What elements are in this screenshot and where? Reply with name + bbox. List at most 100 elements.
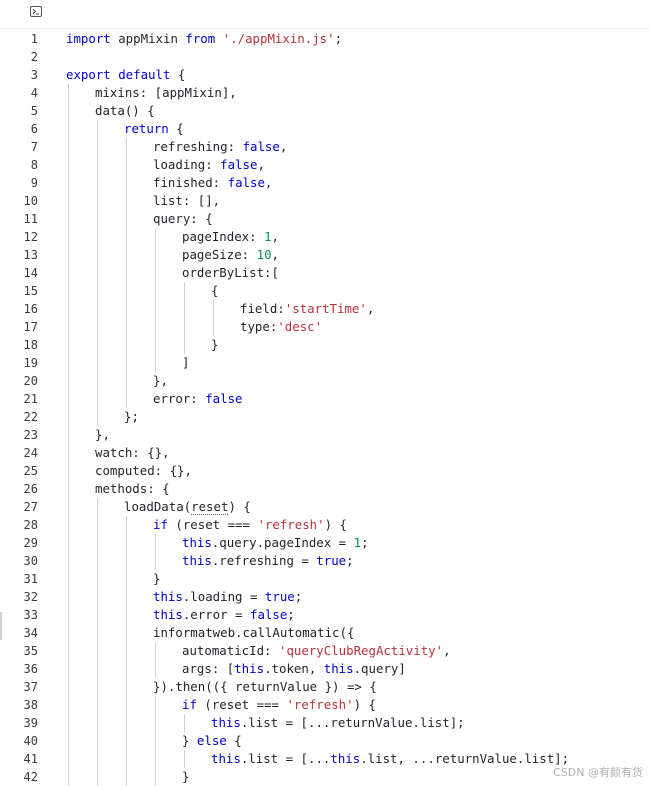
indent-guide xyxy=(126,210,127,228)
code-text: pageSize: 10, xyxy=(182,246,279,264)
keyword-token: this xyxy=(330,751,361,766)
indent-guide xyxy=(97,192,98,210)
code-text: } xyxy=(211,336,218,354)
code-token: } xyxy=(153,571,161,586)
code-line[interactable]: 19] xyxy=(0,354,649,372)
code-token: { xyxy=(170,67,186,82)
code-token: error: xyxy=(153,391,206,406)
indent-guide xyxy=(68,444,69,462)
indent-guide xyxy=(68,156,69,174)
code-token: ) { xyxy=(228,499,251,514)
code-token: methods: { xyxy=(95,481,170,496)
indent-guide xyxy=(126,642,127,660)
indent-guide xyxy=(97,732,98,750)
code-text: loadData(reset) { xyxy=(124,498,251,516)
code-line[interactable]: 22}; xyxy=(0,408,649,426)
code-line[interactable]: 37}).then(({ returnValue }) => { xyxy=(0,678,649,696)
indent-guide xyxy=(184,714,185,732)
indent-guide xyxy=(126,534,127,552)
line-number: 21 xyxy=(23,392,38,406)
line-number: 42 xyxy=(23,770,38,784)
code-token: automaticId: xyxy=(182,643,279,658)
indent-guide xyxy=(184,282,185,300)
code-token: ; xyxy=(294,589,303,604)
code-token: ; xyxy=(287,607,295,622)
editor-toolbar xyxy=(0,0,649,29)
indent-guide xyxy=(68,174,69,192)
code-token: ; xyxy=(361,535,369,550)
code-line[interactable]: 40} else { xyxy=(0,732,649,750)
code-line[interactable]: 42} xyxy=(0,768,649,786)
line-number: 16 xyxy=(23,302,38,316)
code-line[interactable]: 2 xyxy=(0,48,649,66)
code-text: return { xyxy=(124,120,184,138)
code-token: { xyxy=(168,121,184,136)
indent-guide xyxy=(68,768,69,786)
code-text: } xyxy=(182,768,189,786)
line-number: 18 xyxy=(23,338,38,352)
code-line[interactable]: 23}, xyxy=(0,426,649,444)
code-text: if (reset === 'refresh') { xyxy=(153,516,347,534)
indent-guide xyxy=(97,264,98,282)
code-text: { xyxy=(211,282,218,300)
code-token: ) { xyxy=(324,517,347,532)
code-token: } xyxy=(211,337,219,352)
indent-guide xyxy=(68,606,69,624)
line-number: 40 xyxy=(23,734,38,748)
indent-guide xyxy=(68,228,69,246)
indent-guide xyxy=(97,372,98,390)
indent-guide xyxy=(155,642,156,660)
code-line[interactable]: 28 if (reset === 'refresh') { xyxy=(0,516,649,534)
indent-guide xyxy=(155,354,156,372)
indent-guide xyxy=(68,750,69,768)
indent-guide xyxy=(97,318,98,336)
line-number: 28 xyxy=(23,518,38,532)
line-number: 3 xyxy=(30,68,38,82)
code-token: query: { xyxy=(153,211,213,226)
indent-guide xyxy=(97,228,98,246)
indent-guide xyxy=(68,372,69,390)
line-number: 12 xyxy=(23,230,38,244)
indent-guide xyxy=(68,426,69,444)
code-line[interactable]: 31} xyxy=(0,570,649,588)
indent-guide xyxy=(155,282,156,300)
code-line[interactable]: 15{ xyxy=(0,282,649,300)
terminal-icon[interactable] xyxy=(30,6,42,17)
code-token: (reset === xyxy=(196,697,287,712)
line-number: 1 xyxy=(30,32,38,46)
code-token: , xyxy=(271,229,279,244)
code-line[interactable]: 18} xyxy=(0,336,649,354)
code-line[interactable]: 20}, xyxy=(0,372,649,390)
